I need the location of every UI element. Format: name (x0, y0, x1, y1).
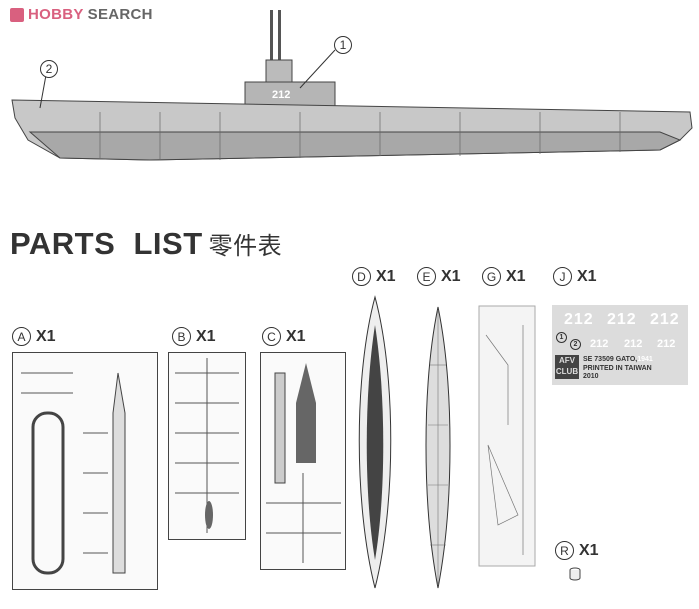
part-qty: X1 (376, 267, 396, 285)
decal-print-info: SE 73509 GATO,1941 PRINTED IN TAIWAN 201… (583, 356, 653, 382)
hull-number-sail: 212 (272, 89, 290, 101)
part-letter: R (555, 541, 574, 560)
part-label-g: G X1 (482, 267, 526, 286)
clear-sheet-g (478, 305, 536, 567)
afv-club-logo: AFV CLUB (555, 355, 579, 379)
part-qty: X1 (286, 327, 306, 345)
sprue-c (260, 352, 346, 570)
part-letter: C (262, 327, 281, 346)
part-qty: X1 (577, 267, 597, 285)
part-letter: J (553, 267, 572, 286)
logo-brand-name: SEARCH (87, 6, 153, 23)
part-r-cylinder (569, 567, 581, 581)
part-qty: X1 (196, 327, 216, 345)
part-letter: D (352, 267, 371, 286)
decal-mark-2: 2 (570, 339, 581, 350)
part-label-b: B X1 (172, 327, 216, 346)
part-letter: B (172, 327, 191, 346)
title-chinese: 零件表 (208, 233, 283, 260)
callout-2: 2 (40, 60, 58, 78)
part-qty: X1 (36, 327, 56, 345)
decal-mark-1: 1 (556, 332, 567, 343)
decal-212-small-3: 212 (657, 338, 676, 350)
hull-half-d (358, 295, 392, 589)
decal-212-small-1: 212 (590, 338, 609, 350)
hull-half-e (425, 306, 451, 589)
decal-year-tag: 1941 (637, 356, 653, 363)
part-letter: A (12, 327, 31, 346)
hobby-search-logo: HOBBY SEARCH (10, 6, 153, 23)
part-qty: X1 (579, 541, 599, 559)
part-label-c: C X1 (262, 327, 306, 346)
sprue-b (168, 352, 246, 540)
decal-line3: 2010 (583, 373, 599, 380)
decal-212-small-2: 212 (624, 338, 643, 350)
part-label-r: R X1 (555, 541, 599, 560)
part-letter: G (482, 267, 501, 286)
afv-logo-top: AFV (559, 356, 575, 365)
part-qty: X1 (506, 267, 526, 285)
logo-icon (10, 7, 24, 22)
callout-1: 1 (334, 36, 352, 54)
afv-logo-bottom: CLUB (555, 367, 579, 376)
decal-line1: SE 73509 GATO, (583, 356, 638, 363)
part-label-e: E X1 (417, 267, 461, 286)
sprue-a (12, 352, 158, 590)
part-qty: X1 (441, 267, 461, 285)
decal-line2: PRINTED IN TAIWAN (583, 364, 652, 372)
part-label-j: J X1 (553, 267, 597, 286)
part-label-d: D X1 (352, 267, 396, 286)
part-label-a: A X1 (12, 327, 56, 346)
decal-212-large-2: 212 (607, 311, 637, 328)
title-main: PARTS LIST (10, 226, 203, 261)
decal-212-large-1: 212 (564, 311, 594, 328)
logo-brand-mark: HOBBY (28, 6, 84, 23)
submarine-side-view: 212 (11, 10, 693, 161)
decal-212-large-3: 212 (650, 311, 680, 328)
part-letter: E (417, 267, 436, 286)
decal-sheet-j: 212 212 212 1 2 212 212 212 AFV CLUB SE 7… (552, 305, 688, 385)
